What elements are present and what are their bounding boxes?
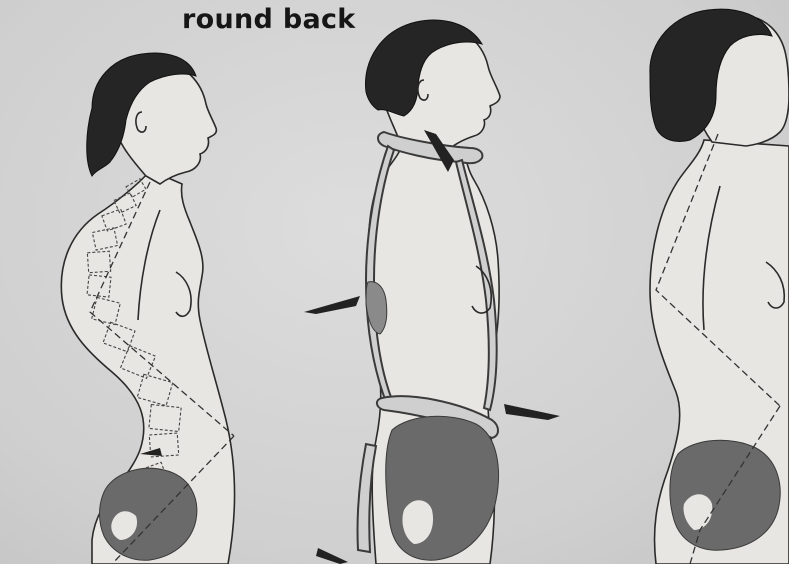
figure2-bottom-arrow: [316, 548, 348, 564]
figure-round-back: [61, 53, 234, 564]
figure-corrected: [650, 9, 789, 564]
figure3-pelvis-shading: [670, 440, 780, 550]
figure2-front-arrow: [504, 404, 560, 420]
figure2-back-arrow: [304, 296, 360, 314]
figure-brace: [304, 20, 560, 564]
